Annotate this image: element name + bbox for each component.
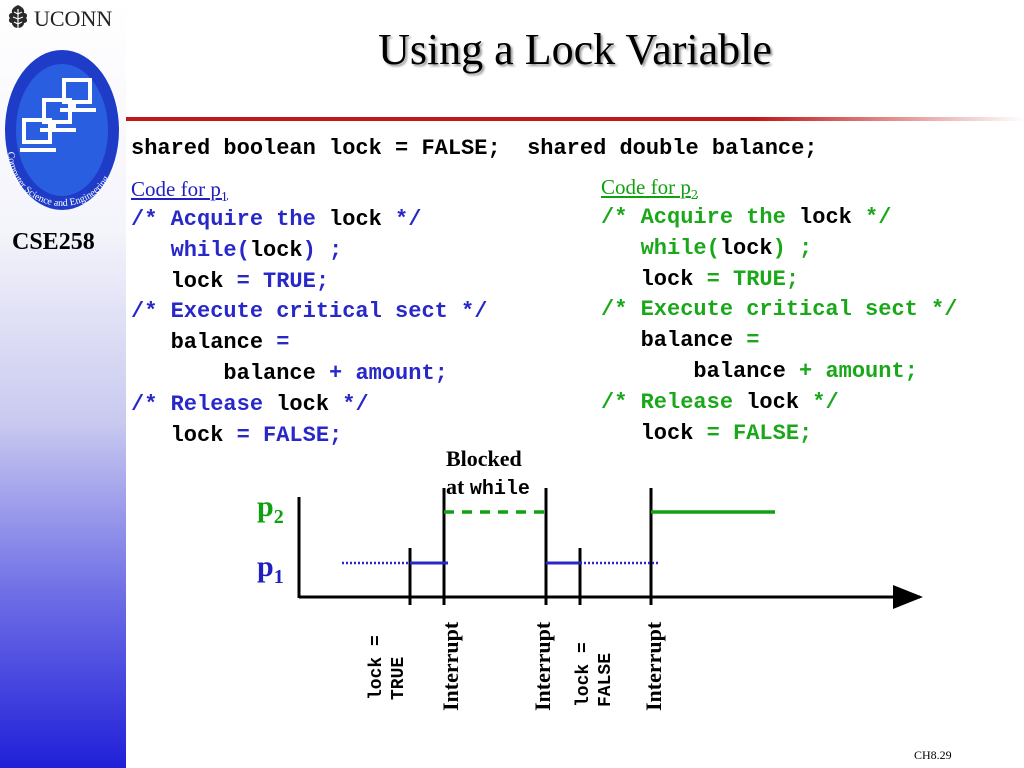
code-line: lock = FALSE; [601, 419, 957, 450]
code-token: = FALSE; [693, 420, 813, 446]
label-lock-false: lock = FALSE [573, 642, 617, 707]
code-token: /* Acquire the [131, 207, 330, 232]
code-keyword: balance [693, 358, 786, 384]
p1-label: p1 [257, 550, 284, 589]
code-line: /* Execute critical sect */ [601, 295, 957, 326]
label-interrupt-3: Interrupt [641, 621, 666, 711]
p1-label-sub: 1 [273, 566, 284, 588]
blocked-line-2-prefix: at [446, 474, 470, 499]
code-token: /* Acquire the [601, 205, 800, 230]
code-keyword: balance [170, 330, 264, 356]
p2-label-text: p [257, 490, 274, 523]
course-code: CSE258 [12, 229, 95, 255]
code-token: = [733, 328, 760, 354]
shared-declarations: shared boolean lock = FALSE; shared doub… [131, 136, 818, 161]
code-line: while(lock) ; [131, 236, 487, 267]
code-p2-header-text: Code for p [601, 175, 691, 199]
blocked-line-2-code: while [469, 478, 530, 501]
code-line: /* Release lock */ [131, 390, 487, 421]
slide-title: Using a Lock Variable [378, 25, 772, 74]
code-line: /* Acquire the lock */ [131, 205, 487, 236]
code-token: = FALSE; [223, 422, 343, 448]
code-p1-header-sub: 1 [220, 190, 228, 206]
p2-label-sub: 2 [273, 506, 284, 528]
label-lock-true-line1: lock = [367, 635, 387, 700]
code-token: /* Execute critical sect */ [131, 299, 488, 325]
code-keyword: lock [640, 420, 694, 446]
oak-leaf-icon [8, 5, 28, 32]
code-token: = TRUE; [223, 268, 330, 294]
code-line: balance = [601, 326, 957, 357]
code-p2-header: Code for p2 [601, 175, 698, 204]
blocked-line-1: Blocked [446, 446, 522, 471]
code-token: */ [329, 391, 369, 417]
code-token: /* Release [601, 389, 747, 415]
code-token: /* Release [131, 391, 277, 417]
code-keyword: lock [329, 207, 382, 232]
code-token: = TRUE; [693, 266, 800, 292]
label-lock-false-line2: FALSE [596, 652, 616, 707]
code-token: */ [381, 207, 422, 232]
code-line: /* Acquire the lock */ [601, 203, 957, 234]
code-p2-block: /* Acquire the lock */ while(lock) ; loc… [601, 203, 957, 449]
label-interrupt-1: Interrupt [438, 621, 463, 711]
code-line: balance = [131, 328, 487, 359]
code-line: lock = TRUE; [131, 267, 487, 298]
code-token: */ [799, 389, 839, 415]
code-p1-header: Code for p1 [131, 177, 228, 206]
code-line: balance + amount; [601, 357, 957, 388]
label-lock-true-line2: TRUE [389, 656, 409, 700]
code-token: + amount; [785, 358, 918, 384]
code-line: /* Execute critical sect */ [131, 297, 487, 328]
blocked-annotation: Blocked at while [446, 445, 530, 504]
slide-number: CH8.29 [914, 748, 952, 762]
code-token: + amount; [315, 360, 448, 386]
code-p2-header-sub: 2 [690, 188, 698, 204]
title-divider [126, 117, 1024, 121]
code-token: */ [851, 205, 892, 230]
computer-stack-icon [20, 78, 96, 152]
code-line: while(lock) ; [601, 234, 957, 265]
code-line: balance + amount; [131, 359, 487, 390]
code-keyword: lock [170, 422, 224, 448]
code-token: while( [131, 237, 250, 263]
code-token: /* Execute critical sect */ [601, 297, 958, 323]
p2-label: p2 [257, 490, 284, 529]
code-p1-header-text: Code for p [131, 177, 221, 201]
code-keyword: lock [640, 266, 694, 292]
code-token: = [263, 330, 290, 356]
sidebar: UCONN Computer Science and Engineering C… [0, 0, 126, 768]
blocked-line-2: at while [446, 473, 530, 504]
code-p1-block: /* Acquire the lock */ while(lock) ; loc… [131, 205, 487, 451]
label-lock-true: lock = TRUE [366, 635, 410, 700]
label-interrupt-2: Interrupt [530, 621, 555, 711]
code-keyword: balance [223, 360, 316, 386]
code-token: while( [601, 235, 720, 261]
code-keyword: balance [640, 328, 734, 354]
code-line: /* Release lock */ [601, 388, 957, 419]
code-keyword: lock [170, 268, 224, 294]
code-keyword: lock [249, 237, 303, 263]
cse-logo: Computer Science and Engineering [5, 50, 119, 210]
code-token: ) ; [772, 235, 813, 261]
code-line: lock = TRUE; [601, 265, 957, 296]
code-keyword: lock [799, 205, 852, 230]
p1-label-text: p [257, 550, 274, 583]
label-lock-false-line1: lock = [574, 642, 594, 707]
uconn-brand: UCONN [6, 4, 112, 34]
code-token: ) ; [302, 237, 343, 263]
code-keyword: lock [719, 235, 773, 261]
code-keyword: lock [746, 389, 800, 415]
code-keyword: lock [276, 391, 330, 417]
code-line: lock = FALSE; [131, 421, 487, 452]
university-name: UCONN [34, 6, 113, 31]
